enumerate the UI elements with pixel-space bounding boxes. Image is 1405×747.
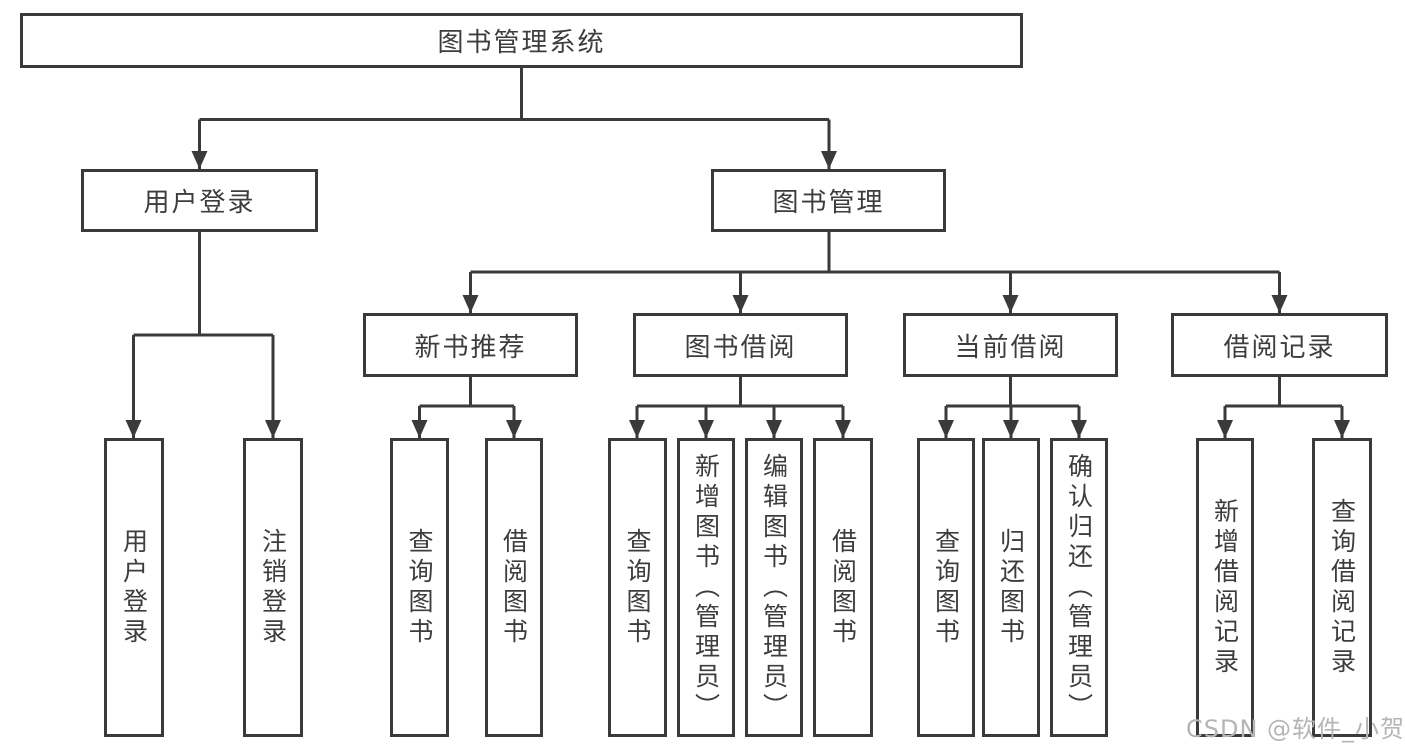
- leaf-add-borrow-record: 新增借阅记录: [1196, 438, 1254, 737]
- leaf-user-login-label: 用户登录: [119, 527, 149, 648]
- leaf-logout-label: 注销登录: [258, 527, 288, 648]
- node-borrow-records: 借阅记录: [1171, 313, 1388, 377]
- leaf-query-books-recommend: 查询图书: [390, 438, 449, 737]
- node-current-borrow: 当前借阅: [903, 313, 1118, 377]
- node-system-root: 图书管理系统: [20, 13, 1023, 68]
- leaf-borrow-books-recommend: 借阅图书: [485, 438, 543, 737]
- leaf-return-book-label: 归还图书: [996, 527, 1026, 648]
- leaf-borrow-books-recommend-label: 借阅图书: [499, 527, 529, 648]
- node-new-book-recommend: 新书推荐: [363, 313, 578, 377]
- leaf-add-borrow-record-label: 新增借阅记录: [1210, 497, 1240, 678]
- leaf-add-book-admin-label: 新增图书（管理员）: [691, 452, 721, 723]
- leaf-logout: 注销登录: [243, 438, 303, 737]
- leaf-return-book: 归还图书: [982, 438, 1040, 737]
- node-user-login: 用户登录: [81, 169, 318, 232]
- leaf-user-login: 用户登录: [104, 438, 164, 737]
- leaf-borrow-books-label: 借阅图书: [828, 527, 858, 648]
- leaf-edit-book-admin-label: 编辑图书（管理员）: [759, 452, 789, 723]
- leaf-add-book-admin: 新增图书（管理员）: [677, 438, 735, 737]
- leaf-borrow-books: 借阅图书: [813, 438, 873, 737]
- leaf-confirm-return-admin-label: 确认归还（管理员）: [1064, 452, 1094, 723]
- leaf-confirm-return-admin: 确认归还（管理员）: [1050, 438, 1108, 737]
- watermark: CSDN @软件_小贺同学: [1186, 715, 1405, 743]
- leaf-query-books-recommend-label: 查询图书: [405, 527, 434, 648]
- node-book-management: 图书管理: [711, 169, 946, 232]
- leaf-query-books-current-label: 查询图书: [931, 527, 961, 648]
- leaf-query-books-current: 查询图书: [917, 438, 975, 737]
- node-book-borrow: 图书借阅: [633, 313, 848, 377]
- leaf-query-books-borrow: 查询图书: [608, 438, 667, 737]
- leaf-query-books-borrow-label: 查询图书: [623, 527, 652, 648]
- leaf-edit-book-admin: 编辑图书（管理员）: [745, 438, 803, 737]
- leaf-query-borrow-record-label: 查询借阅记录: [1327, 497, 1357, 678]
- leaf-query-borrow-record: 查询借阅记录: [1312, 438, 1372, 737]
